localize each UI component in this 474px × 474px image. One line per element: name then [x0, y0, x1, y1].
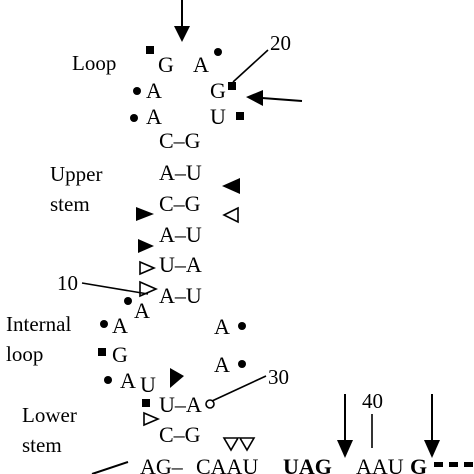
leader-line-10 [81, 282, 149, 295]
dot-marker [104, 376, 112, 384]
open-circle-marker [205, 399, 215, 409]
filled-triangle-marker [136, 207, 154, 221]
lower-stem-label-line2: stem [22, 433, 62, 457]
open-triangle-marker [139, 280, 158, 298]
open-triangle-marker [238, 437, 256, 452]
base-pair-c-g: C–G [159, 128, 201, 153]
loop-nucleotide-g-right: G [210, 78, 226, 103]
loop-nucleotide-g-left: G [158, 52, 174, 77]
base-pair-a-u: A–U [159, 160, 202, 185]
cleavage-arrow-bottom-right [424, 394, 440, 458]
square-marker [236, 112, 244, 120]
cleavage-arrow-bottom-left [337, 394, 353, 458]
strand-segment-aau: AAU [356, 454, 404, 474]
base-pair-a-u: A–U [159, 283, 202, 308]
square-marker [228, 82, 236, 90]
base-pair-c-g: C–G [159, 191, 201, 216]
internal-loop-label-line1: Internal [6, 312, 71, 336]
lower-stem-label-line1: Lower [22, 403, 77, 427]
dot-marker [214, 48, 222, 56]
loop-nucleotide-a-left: A [146, 78, 162, 103]
square-marker [142, 399, 150, 407]
internal-loop-nucleotide-g: G [112, 342, 128, 367]
cleavage-arrow-loop-right [246, 90, 303, 106]
dot-marker [238, 322, 246, 330]
filled-triangle-marker [170, 368, 184, 388]
square-marker [146, 46, 154, 54]
dot-marker [130, 114, 138, 122]
dot-marker [133, 87, 141, 95]
strand-segment-uag-bold: UAG [283, 454, 332, 474]
cleavage-arrow-top [174, 0, 190, 42]
filled-triangle-marker [222, 178, 240, 194]
dot-marker [238, 360, 246, 368]
position-number-10: 10 [57, 271, 78, 295]
internal-loop-nucleotide-a1: A [134, 298, 150, 323]
position-number-40: 40 [362, 389, 383, 413]
dot-marker [100, 320, 108, 328]
position-number-20: 20 [270, 31, 291, 55]
base-pair-u-a: U–A [159, 392, 202, 417]
internal-loop-nucleotide-a2: A [112, 313, 128, 338]
leader-line-30 [211, 375, 267, 402]
dot-marker [124, 297, 132, 305]
base-pair-a-u: A–U [159, 222, 202, 247]
filled-triangle-marker [138, 239, 154, 253]
strand-segment-g-bold: G [410, 454, 427, 474]
internal-loop-nucleotide-a-right1: A [214, 314, 230, 339]
open-triangle-marker [139, 260, 157, 276]
loop-label: Loop [72, 51, 116, 75]
upper-stem-label-line2: stem [50, 192, 90, 216]
open-triangle-marker [143, 411, 161, 427]
continuation-dashes [434, 462, 473, 467]
strand-segment-caau: CAAU [196, 454, 258, 474]
leader-line-20 [232, 49, 269, 83]
cleavage-arrow-lower-left [91, 461, 129, 474]
open-triangle-marker [222, 437, 240, 452]
square-marker [98, 348, 106, 356]
internal-loop-nucleotide-a3: A [120, 368, 136, 393]
internal-loop-label-line2: loop [6, 342, 43, 366]
base-pair-u-a: U–A [159, 252, 202, 277]
loop-nucleotide-a-left2: A [146, 104, 162, 129]
upper-stem-label-line1: Upper [50, 162, 102, 186]
loop-nucleotide-a-top: A [193, 52, 209, 77]
base-pair-c-g: C–G [159, 422, 201, 447]
open-triangle-marker [222, 206, 239, 224]
loop-nucleotide-u-right: U [210, 104, 226, 129]
position-number-30: 30 [268, 365, 289, 389]
internal-loop-nucleotide-u: U [140, 372, 156, 397]
internal-loop-nucleotide-a-right2: A [214, 352, 230, 377]
strand-segment-ag: AG– [140, 454, 184, 474]
